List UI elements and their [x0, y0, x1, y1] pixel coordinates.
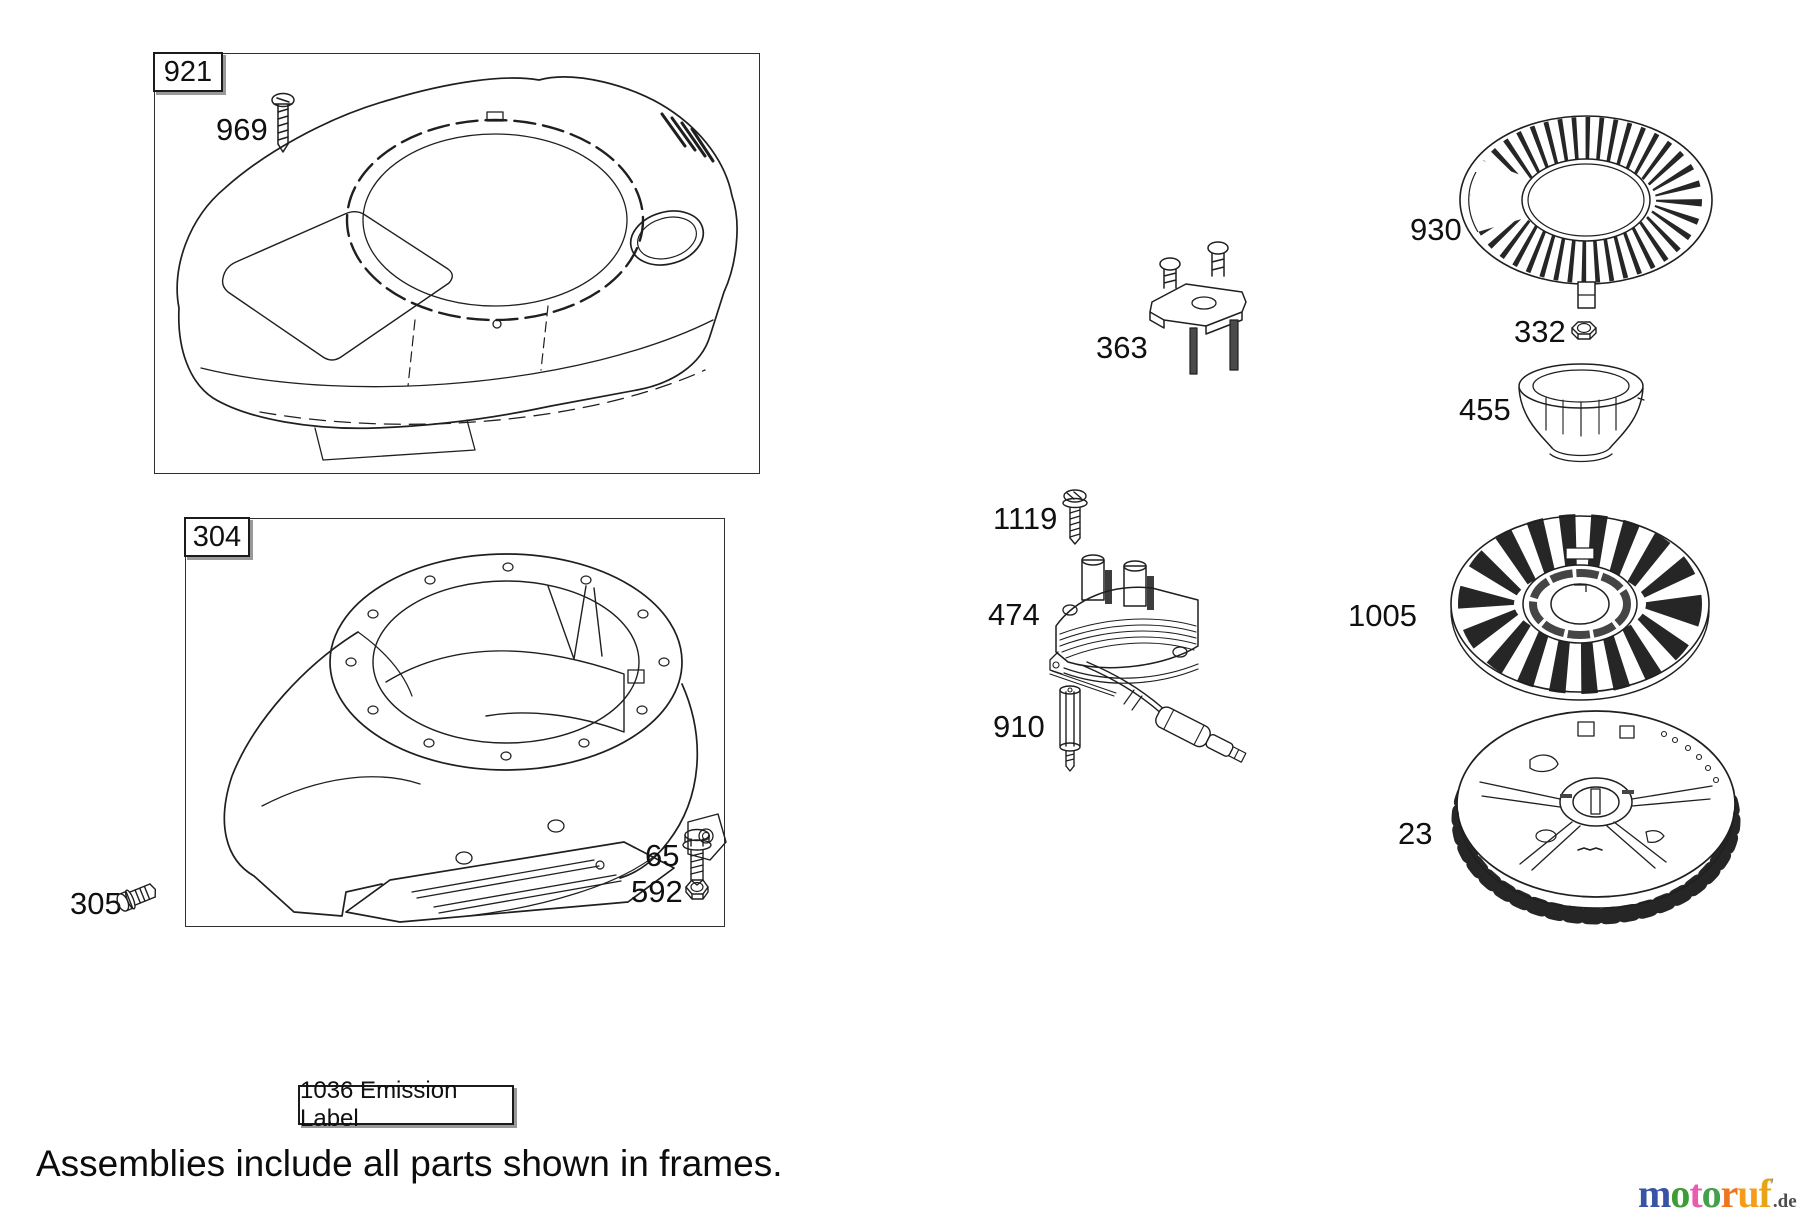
screw-969-drawing — [271, 92, 295, 153]
emission-label-box: 1036 Emission Label — [298, 1077, 514, 1132]
part-label-474: 474 — [988, 597, 1040, 632]
logo-tick: ' — [1771, 1176, 1774, 1193]
frame-tag-921: 921 — [153, 52, 223, 92]
flywheel-fan-1005-drawing — [1450, 514, 1710, 701]
starter-cup-455-drawing — [1518, 363, 1645, 463]
blower-housing-drawing — [223, 553, 727, 923]
assembly-frame-304 — [185, 518, 725, 927]
part-label-969: 969 — [216, 112, 268, 147]
logo-letter: o — [1670, 1171, 1690, 1216]
part-label-332: 332 — [1514, 314, 1566, 349]
part-label-65: 65 — [645, 838, 680, 873]
logo-letter: t — [1689, 1171, 1702, 1216]
part-label-592: 592 — [631, 874, 683, 909]
emission-label-text: 1036 Emission Label — [300, 1077, 458, 1132]
logo-letter: u — [1737, 1171, 1759, 1216]
rotating-screen-930-drawing — [1459, 115, 1713, 309]
screw-1119-drawing — [1062, 489, 1088, 545]
nut-592-drawing — [685, 879, 709, 900]
logo-letter: m — [1638, 1171, 1671, 1216]
frame-tag-304-label: 304 — [192, 520, 242, 553]
nut-332-drawing — [1571, 321, 1597, 340]
frame-tag-921-label: 921 — [163, 55, 213, 88]
blower-housing-cover-drawing — [176, 76, 738, 461]
spark-plug-wire-drawing — [1083, 661, 1247, 763]
logo-suffix: .de — [1772, 1191, 1797, 1212]
part-label-455: 455 — [1459, 392, 1511, 427]
logo-letter: o — [1701, 1171, 1722, 1216]
standoff-910-drawing — [1059, 685, 1081, 772]
terminal-363-drawing — [1149, 241, 1247, 375]
footer-caption: Assemblies include all parts shown in fr… — [36, 1143, 783, 1184]
part-label-910: 910 — [993, 709, 1045, 744]
flywheel-23-drawing — [1451, 710, 1741, 925]
part-label-1005: 1005 — [1348, 598, 1417, 633]
part-label-305: 305 — [70, 886, 122, 921]
assembly-frame-921 — [154, 53, 760, 474]
bolt-305-drawing — [116, 883, 157, 912]
part-label-1119: 1119 — [993, 501, 1058, 536]
frame-tag-304: 304 — [184, 517, 250, 557]
part-label-363: 363 — [1096, 330, 1148, 365]
part-label-930: 930 — [1410, 212, 1462, 247]
motoruf-logo: motoruf'.de — [1638, 1170, 1797, 1217]
bolt-65-drawing — [682, 828, 712, 886]
ignition-coil-474-drawing — [1049, 554, 1199, 697]
part-label-23: 23 — [1398, 816, 1433, 851]
logo-letter: f — [1758, 1171, 1772, 1216]
logo-letter: r — [1720, 1171, 1739, 1216]
